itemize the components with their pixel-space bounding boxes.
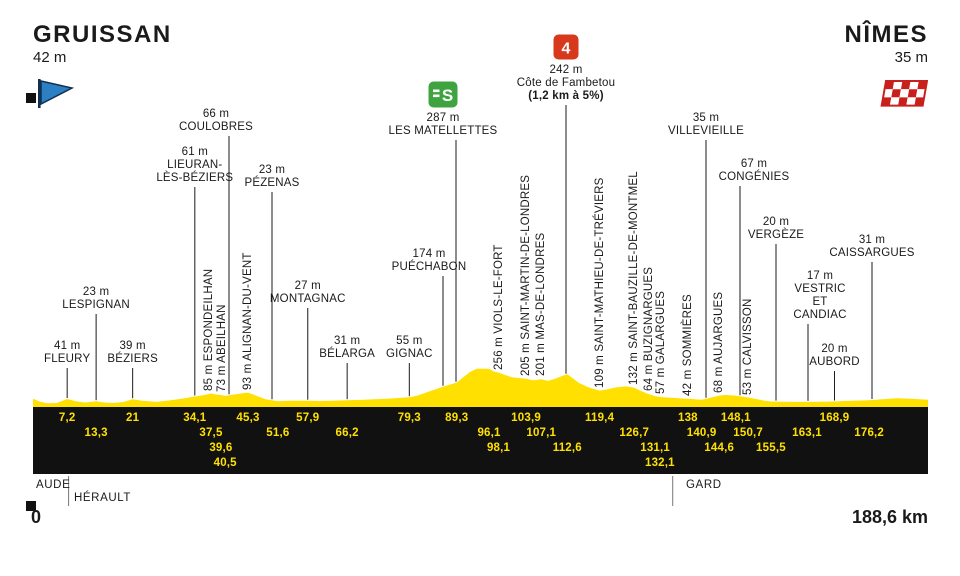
km-mark: 126,7 xyxy=(619,427,650,439)
town-label: 85 m ESPONDEILHAN xyxy=(203,268,215,391)
start-distance: 0 xyxy=(31,507,42,527)
total-distance: 188,6 km xyxy=(851,507,928,527)
elevation-area xyxy=(33,368,928,407)
km-mark: 96,1 xyxy=(477,427,501,439)
km-mark: 7,2 xyxy=(58,412,76,424)
km-mark: 89,3 xyxy=(445,412,469,424)
town-label: 109 m SAINT-MATHIEU-DE-TRÉVIERS xyxy=(593,177,606,388)
km-mark: 51,6 xyxy=(266,427,290,439)
town-label: 201 m MAS-DE-LONDRES xyxy=(535,232,548,377)
department-label: AUDE xyxy=(36,479,71,491)
town-label: 42 m SOMMIÈRES xyxy=(681,293,694,396)
km-mark: 57,9 xyxy=(296,412,320,424)
distance-band xyxy=(33,407,928,474)
km-mark: 40,5 xyxy=(213,457,237,469)
km-mark: 98,1 xyxy=(486,442,511,454)
km-mark: 13,3 xyxy=(84,427,108,439)
km-mark: 148,1 xyxy=(720,412,751,424)
climb-category-icon: 4 xyxy=(553,34,579,65)
frame-marker-bottom xyxy=(26,501,36,511)
town-label: 68 m AUJARGUES xyxy=(713,291,726,393)
town-label: 132 m SAINT-BAUZILLE-DE-MONTMEL xyxy=(628,170,641,385)
km-mark: 132,1 xyxy=(644,457,675,469)
finish-flag-icon xyxy=(880,80,928,107)
km-mark: 168,9 xyxy=(819,412,850,424)
km-mark: 103,9 xyxy=(511,412,541,424)
km-mark: 144,6 xyxy=(704,442,735,454)
km-mark: 138 xyxy=(677,412,698,424)
frame-marker-top xyxy=(26,93,36,103)
km-mark: 107,1 xyxy=(526,427,557,439)
svg-text:4: 4 xyxy=(562,41,571,58)
town-label: 64 m BUZIGNARGUES xyxy=(643,266,655,392)
km-mark: 155,5 xyxy=(756,442,786,454)
km-mark: 119,4 xyxy=(585,412,615,424)
town-label: 256 m VIOLS-LE-FORT xyxy=(492,243,505,370)
town-label: 93 m ALIGNAN-DU-VENT xyxy=(241,252,254,390)
start-city-name: GRUISSAN xyxy=(33,21,172,48)
department-label: HÉRAULT xyxy=(74,492,132,504)
finish-city-elevation: 35 m xyxy=(894,49,928,66)
start-block: GRUISSAN 42 m xyxy=(33,22,172,67)
km-mark: 21 xyxy=(126,412,140,424)
km-mark: 150,7 xyxy=(733,427,764,439)
km-mark: 45,3 xyxy=(236,412,260,424)
finish-block: NÎMES 35 m xyxy=(844,22,928,67)
start-flag-icon xyxy=(38,79,75,108)
km-mark: 37,5 xyxy=(199,427,223,439)
km-mark: 176,2 xyxy=(854,427,885,439)
km-mark: 140,9 xyxy=(686,427,717,439)
sprint-icon: S xyxy=(428,81,458,113)
km-mark: 66,2 xyxy=(335,427,359,439)
km-mark: 34,1 xyxy=(183,412,207,424)
svg-text:S: S xyxy=(442,86,453,105)
km-mark: 163,1 xyxy=(792,427,822,439)
km-mark: 79,3 xyxy=(397,412,421,424)
km-mark: 131,1 xyxy=(640,442,671,454)
start-city-elevation: 42 m xyxy=(33,49,67,66)
finish-city-name: NÎMES xyxy=(844,21,928,48)
town-label: 73 m ABEILHAN xyxy=(216,304,228,393)
department-label: GARD xyxy=(686,479,722,491)
km-mark: 112,6 xyxy=(552,442,582,454)
town-label: 57 m GALARGUES xyxy=(655,290,667,395)
town-label: 205 m SAINT-MARTIN-DE-LONDRES xyxy=(520,174,533,376)
km-mark: 39,6 xyxy=(209,442,233,454)
